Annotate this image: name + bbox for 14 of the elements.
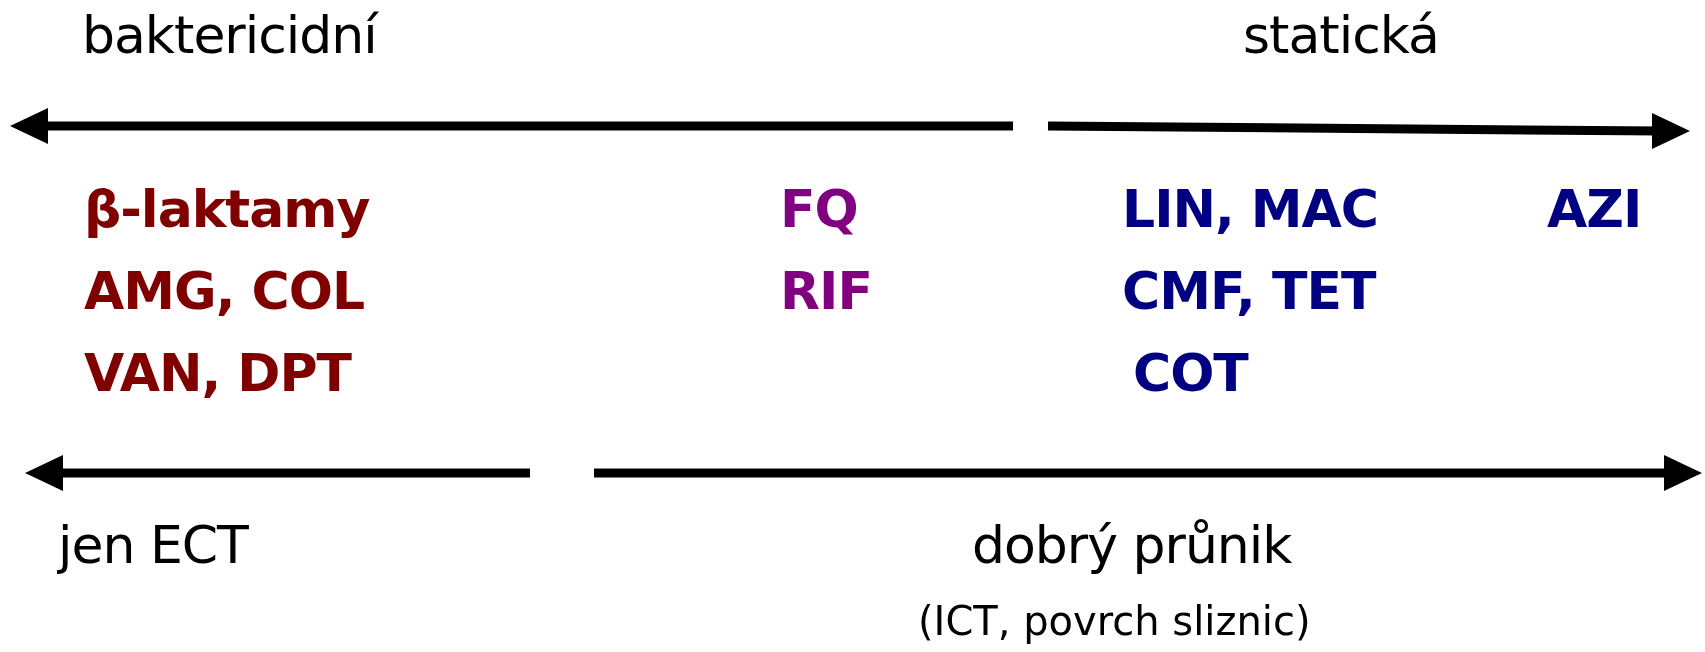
drug-group-label: AMG, COL (84, 262, 365, 322)
drug-group-label: COT (1133, 344, 1248, 404)
axis-note: (ICT, povrch sliznic) (918, 598, 1311, 644)
drug-group-label: RIF (780, 262, 872, 322)
drug-group-label: AZI (1547, 180, 1642, 240)
axis-label: baktericidní (82, 6, 377, 66)
drug-group-label: LIN, MAC (1122, 180, 1378, 240)
axis-label: statická (1243, 6, 1439, 66)
drug-group-label: CMF, TET (1122, 262, 1376, 322)
drug-group-label: VAN, DPT (84, 344, 352, 404)
axis-label: dobrý průnik (972, 516, 1292, 576)
drug-group-label: FQ (780, 180, 858, 240)
axis-label: jen ECT (58, 516, 248, 576)
drug-group-label: β-laktamy (84, 180, 370, 240)
